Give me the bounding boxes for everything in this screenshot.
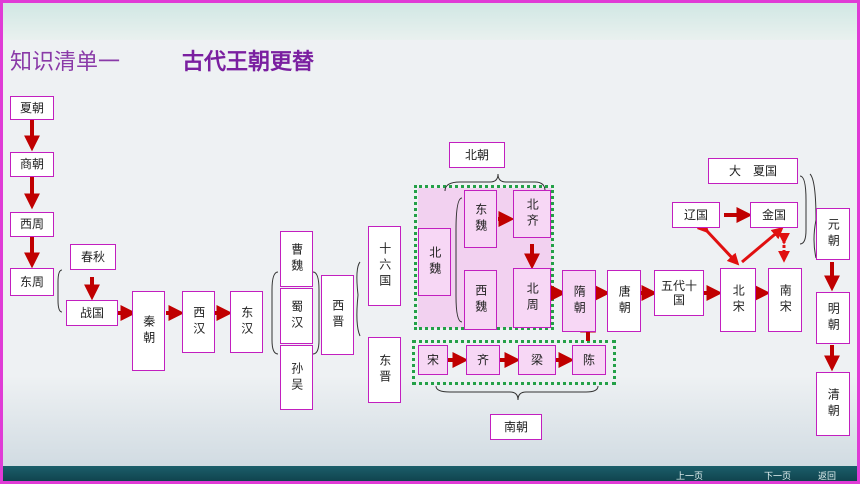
brace-jin [356,261,361,337]
brace-liao-xia [799,175,807,245]
node-tang: 唐朝 [607,270,641,332]
node-nansong: 南宋 [768,268,802,332]
node-dongjin: 东晋 [368,337,401,403]
node-sui: 隋朝 [562,270,596,332]
arrow-liao-beisong [696,220,740,266]
arrow-beisong-jin [741,226,784,264]
node-wudai: 五代十国 [654,270,704,316]
node-shiliuguo: 十六国 [368,226,401,306]
brace-sanguo-left [271,271,279,355]
city-skyline-background [0,376,860,466]
node-qin: 秦朝 [132,291,165,371]
brace-sanguo-right [312,271,320,355]
node-liao: 辽国 [672,202,720,228]
node-dongwei: 东魏 [464,190,497,248]
prev-page-link[interactable]: 上一页 [676,472,704,482]
brace-dongzhou [57,269,63,313]
heading-prefix: 知识清单一 [10,50,121,75]
brace-beiwei [455,197,463,323]
brace-nanchao [435,385,599,401]
heading-main: 古代王朝更替 [182,50,315,75]
node-jin: 金国 [750,202,798,228]
southern-dynasties-group [412,340,616,385]
node-shuhan: 蜀汉 [280,288,313,344]
node-qi-southern: 齐 [466,345,500,375]
node-song-southern: 宋 [418,345,448,375]
node-donghan: 东汉 [230,291,263,353]
node-liang: 梁 [518,345,556,375]
node-beiqi: 北齐 [513,190,551,238]
brace-beichao-top [444,173,546,192]
node-daxia: 大 夏国 [708,158,798,184]
node-qing: 清朝 [816,372,850,436]
node-zhanguo: 战国 [66,300,118,326]
node-xia: 夏朝 [10,96,54,120]
node-xiwei: 西魏 [464,270,497,330]
node-sunwu: 孙吴 [280,345,313,410]
node-dongzhou: 东周 [10,268,54,296]
node-chunqiu: 春秋 [70,244,116,270]
node-xizhou: 西周 [10,212,54,237]
next-page-link[interactable]: 下一页 [764,472,792,482]
node-beizhou: 北周 [513,268,551,328]
node-nanchao: 南朝 [490,414,542,440]
top-decoration-band [0,0,860,40]
node-caowei: 曹魏 [280,231,313,287]
node-xijin: 西晋 [321,275,354,355]
node-beiwei: 北魏 [418,228,451,296]
node-beichao: 北朝 [449,142,505,168]
node-xihan: 西汉 [182,291,215,353]
footer-bar: 上一页 下一页 返回 [0,466,860,484]
node-shang: 商朝 [10,152,54,177]
node-yuan: 元朝 [816,208,850,260]
back-link[interactable]: 返回 [818,472,837,482]
node-ming: 明朝 [816,292,850,344]
node-chen: 陈 [572,345,606,375]
node-beisong: 北宋 [720,268,756,332]
